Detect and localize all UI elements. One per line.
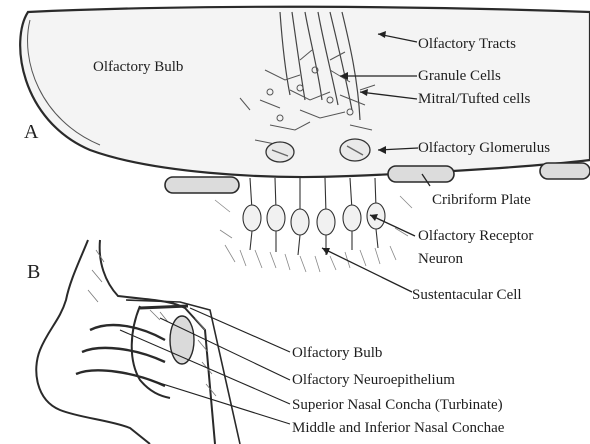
label-olfactory-tracts: Olfactory Tracts	[418, 36, 516, 52]
bone-hatching	[88, 250, 216, 396]
label-sustentacular-cell: Sustentacular Cell	[412, 287, 522, 303]
panel-a-letter: A	[24, 122, 38, 142]
label-olfactory-bulb: Olfactory Bulb	[93, 59, 183, 75]
nasal-conchae	[76, 325, 165, 386]
label-mitral-tufted-cells: Mitral/Tufted cells	[418, 91, 530, 107]
label-superior-nasal-concha: Superior Nasal Concha (Turbinate)	[292, 397, 503, 413]
label-olfactory-receptor-line1: Olfactory Receptor	[418, 228, 533, 244]
label-middle-inferior-conchae: Middle and Inferior Nasal Conchae	[292, 420, 504, 436]
panel-b-letter: B	[27, 262, 40, 282]
label-olfactory-neuroepithelium: Olfactory Neuroepithelium	[292, 372, 455, 388]
label-b-olfactory-bulb: Olfactory Bulb	[292, 345, 382, 361]
label-olfactory-receptor-line2: Neuron	[418, 251, 463, 267]
label-granule-cells: Granule Cells	[418, 68, 501, 84]
olfactory-receptor-neurons	[243, 178, 385, 255]
label-olfactory-glomerulus: Olfactory Glomerulus	[418, 140, 550, 156]
label-cribriform-plate: Cribriform Plate	[432, 192, 531, 208]
